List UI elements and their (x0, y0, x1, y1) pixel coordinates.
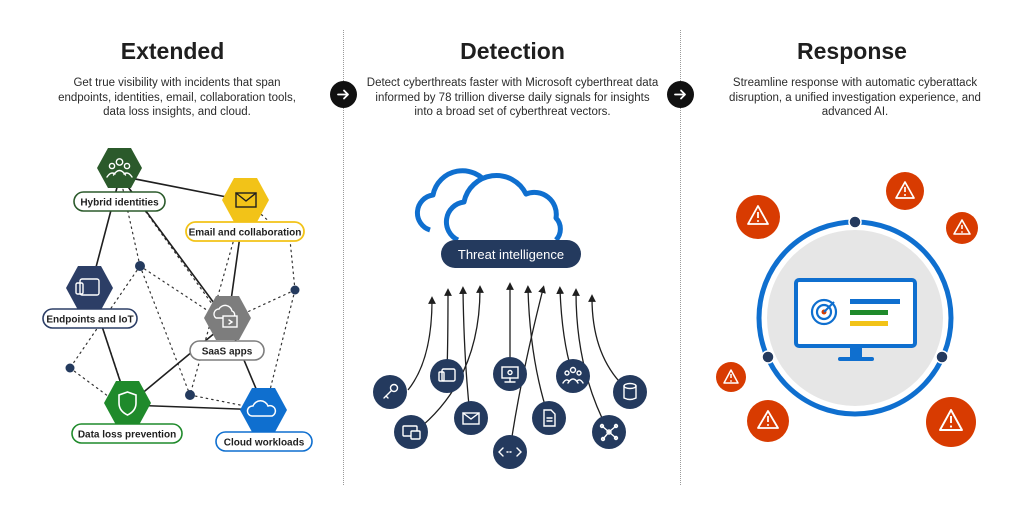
arrow-right-icon (674, 89, 686, 100)
detection-panel: Detection Detect cyberthreats faster wit… (345, 0, 680, 512)
extended-panel: Extended Get true visibility with incide… (0, 0, 345, 512)
response-description: Streamline response with automatic cyber… (729, 77, 981, 118)
detection-description: Detect cyberthreats faster with Microsof… (366, 77, 659, 118)
response-title: Response (797, 38, 907, 64)
extended-description: Get true visibility with incidents that … (58, 77, 296, 118)
divider-2 (680, 30, 681, 485)
detection-title: Detection (460, 38, 565, 64)
extended-title: Extended (120, 38, 225, 64)
divider-1 (343, 30, 344, 485)
arrow-right-icon (337, 89, 349, 100)
next-arrow-button-2[interactable] (667, 81, 694, 108)
next-arrow-button-1[interactable] (330, 81, 357, 108)
response-panel: Response Streamline response with automa… (680, 0, 1024, 512)
